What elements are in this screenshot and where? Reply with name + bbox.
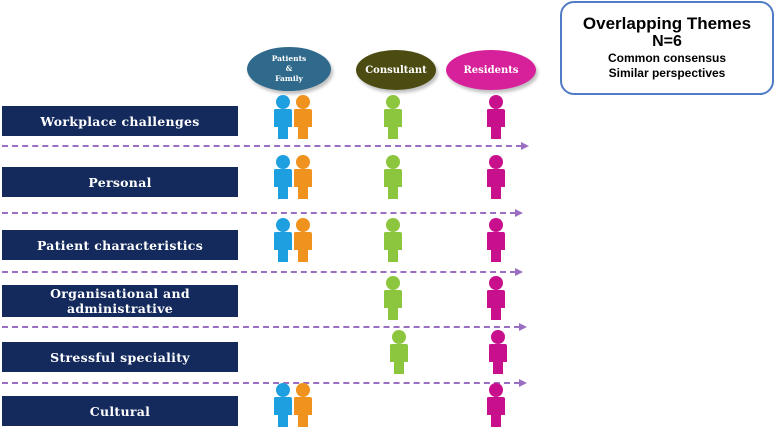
divider-line-2 bbox=[2, 212, 516, 214]
patient-person-icon bbox=[274, 95, 292, 139]
consultant-person-icon bbox=[390, 330, 408, 374]
divider-arrowhead-5 bbox=[519, 379, 527, 387]
theme-organisational-line2: administrative bbox=[66, 301, 174, 316]
overlapping-themes-callout: Overlapping Themes N=6 Common consensus … bbox=[560, 1, 774, 95]
consultant-header: Consultant bbox=[356, 50, 436, 90]
theme-organisational-line1: Organisational and bbox=[50, 286, 190, 301]
consultant-person-icon bbox=[384, 218, 402, 262]
divider-arrowhead-1 bbox=[521, 142, 529, 150]
theme-box-personal: Personal bbox=[2, 167, 238, 197]
family-person-icon bbox=[294, 155, 312, 199]
resident-person-icon bbox=[487, 276, 505, 320]
theme-box-cultural: Cultural bbox=[2, 396, 238, 426]
divider-line-4 bbox=[2, 326, 520, 328]
divider-arrowhead-4 bbox=[519, 323, 527, 331]
callout-line-consensus: Common consensus bbox=[607, 51, 727, 65]
residents-header: Residents bbox=[446, 50, 536, 90]
divider-arrowhead-3 bbox=[515, 268, 523, 276]
theme-box-organisational-administrative: Organisational and administrative bbox=[2, 285, 238, 317]
divider-line-1 bbox=[2, 145, 522, 147]
patients-header-line1: Patients bbox=[271, 54, 307, 63]
resident-person-icon bbox=[487, 95, 505, 139]
family-person-icon bbox=[294, 218, 312, 262]
divider-arrowhead-2 bbox=[515, 209, 523, 217]
family-person-icon bbox=[294, 383, 312, 427]
patient-person-icon bbox=[274, 383, 292, 427]
patient-person-icon bbox=[274, 218, 292, 262]
patients-header-line2: & bbox=[285, 64, 293, 73]
patient-person-icon bbox=[274, 155, 292, 199]
patients-header-line3: Family bbox=[275, 74, 303, 83]
patients-family-header: Patients & Family bbox=[247, 47, 331, 91]
resident-person-icon bbox=[487, 218, 505, 262]
theme-box-patient-characteristics: Patient characteristics bbox=[2, 230, 238, 260]
consultant-person-icon bbox=[384, 95, 402, 139]
resident-person-icon bbox=[489, 330, 507, 374]
consultant-person-icon bbox=[384, 155, 402, 199]
resident-person-icon bbox=[487, 155, 505, 199]
family-person-icon bbox=[294, 95, 312, 139]
callout-title: Overlapping Themes bbox=[582, 14, 752, 33]
consultant-person-icon bbox=[384, 276, 402, 320]
divider-line-3 bbox=[2, 271, 516, 273]
theme-box-workplace-challenges: Workplace challenges bbox=[2, 106, 238, 136]
callout-count: N=6 bbox=[652, 33, 682, 50]
theme-box-stressful-speciality: Stressful speciality bbox=[2, 342, 238, 372]
callout-line-perspectives: Similar perspectives bbox=[608, 66, 726, 80]
resident-person-icon bbox=[487, 383, 505, 427]
divider-line-5 bbox=[2, 382, 520, 384]
